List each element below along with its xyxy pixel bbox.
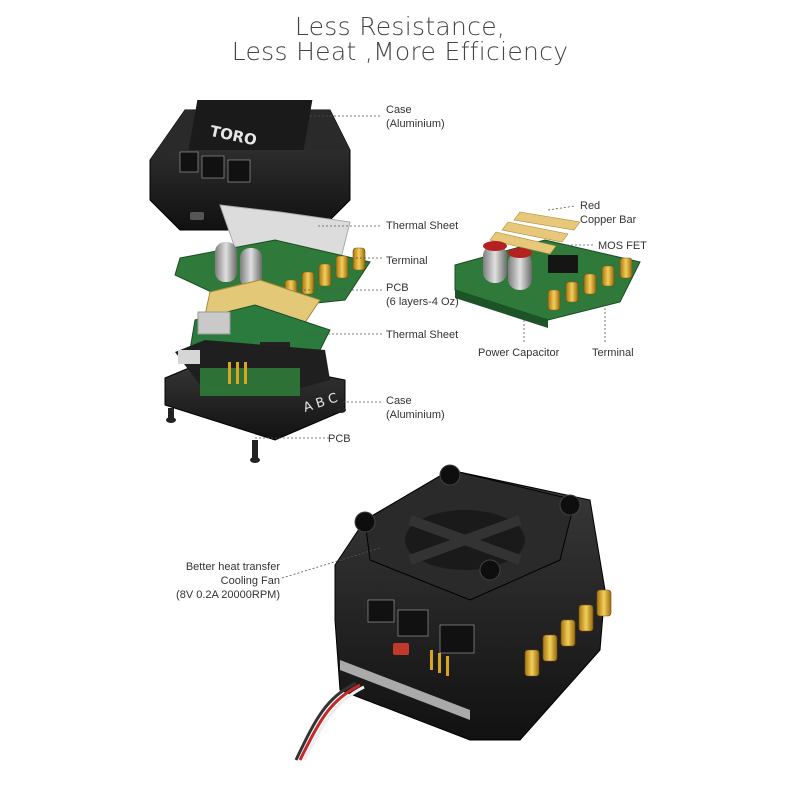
label-case-bottom: Case (Aluminium) [386, 394, 445, 422]
label-thermal-sheet-top: Thermal Sheet [386, 220, 459, 232]
label-copper-bar-line2: Copper Bar [580, 214, 637, 226]
label-pcb-top-line1: PCB [386, 282, 409, 294]
label-thermal-sheet-bottom: Thermal Sheet [386, 329, 459, 341]
label-power-capacitor: Power Capacitor [478, 347, 560, 359]
label-terminal-board: Terminal [592, 347, 634, 359]
bottom-case: A B C [164, 340, 346, 463]
label-fan-line2: Cooling Fan [220, 575, 280, 587]
power-board-closeup [454, 211, 641, 328]
label-fan-line3: (8V 0.2A 20000RPM) [176, 589, 280, 601]
label-case-top: Case (Aluminium) [386, 103, 445, 131]
label-terminal-exploded: Terminal [386, 255, 428, 267]
headline-line-2: Less Heat ,More Efficiency [231, 37, 569, 66]
label-case-top-line2: (Aluminium) [386, 118, 445, 130]
label-pcb-bottom: PCB [328, 433, 351, 445]
leader-lines [255, 115, 606, 579]
label-cooling-fan: Better heat transfer Cooling Fan (8V 0.2… [150, 560, 280, 602]
label-fan-line1: Better heat transfer [185, 561, 280, 573]
label-pcb-top-line2: (6 layers-4 Oz) [386, 296, 459, 308]
label-pcb-top: PCB (6 layers-4 Oz) [386, 281, 459, 309]
signal-wire [298, 683, 361, 761]
label-copper-bar: Red Copper Bar [580, 199, 636, 227]
label-case-top-line1: Case [386, 104, 412, 116]
label-mos-fet: MOS FET [598, 240, 647, 252]
headline-line-1: Less Resistance, [294, 12, 506, 41]
label-case-bottom-line2: (Aluminium) [386, 409, 445, 421]
label-copper-bar-line1: Red [580, 200, 601, 212]
top-case: TORO [149, 100, 351, 231]
assembled-esc [294, 464, 612, 761]
label-case-bottom-line1: Case [386, 395, 412, 407]
